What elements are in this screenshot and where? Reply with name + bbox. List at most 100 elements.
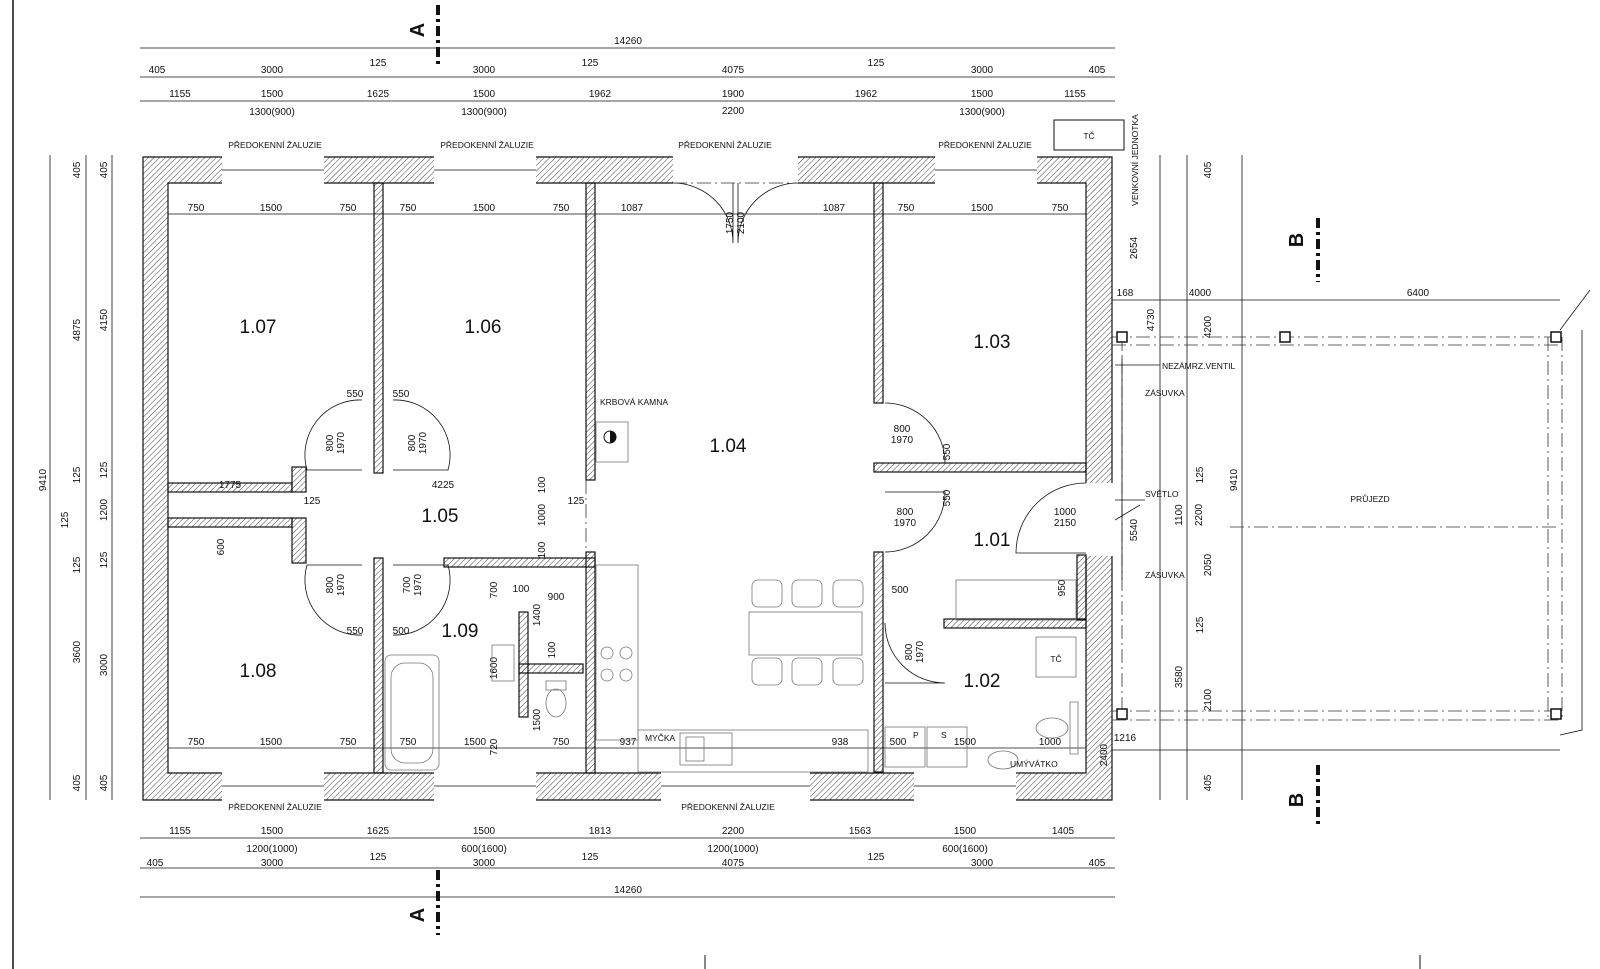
dim-bot-r1-4: 1813 bbox=[589, 826, 612, 837]
dim-bot-r2-6: 125 bbox=[868, 852, 885, 863]
outdoor-unit-label: VENKOVNÍ JEDNOTKA bbox=[1130, 114, 1140, 206]
dim-600: 600 bbox=[216, 538, 227, 555]
dim-right-c1-2: 5540 bbox=[1129, 518, 1140, 541]
door8-w: 1000 bbox=[1054, 507, 1077, 518]
dim-left-i2: 125 bbox=[99, 461, 110, 478]
dim-left-o1: 4875 bbox=[72, 318, 83, 341]
dim-int-top-8: 750 bbox=[898, 203, 915, 214]
dim-100-a: 100 bbox=[537, 476, 548, 493]
dim-500-a: 500 bbox=[393, 626, 410, 637]
dim-1400: 1400 bbox=[532, 603, 543, 626]
dryer-s-label: S bbox=[941, 730, 947, 740]
dim-1500-v: 1500 bbox=[532, 708, 543, 731]
tc-outdoor-label: TČ bbox=[1083, 131, 1094, 141]
dim-950: 950 bbox=[1057, 579, 1068, 596]
dim-int-bot-6: 937 bbox=[620, 737, 637, 748]
door6-w: 800 bbox=[897, 507, 914, 518]
dim-right-c2-5: 2050 bbox=[1203, 553, 1214, 576]
dim-int-top-5: 750 bbox=[553, 203, 570, 214]
dim-700-a: 700 bbox=[489, 581, 500, 598]
left-dimension-chain: 9410 405 4875 125 125 125 3600 405 405 4… bbox=[38, 155, 113, 800]
door-tag-6: 800 1970 bbox=[894, 507, 917, 529]
interior-walls bbox=[167, 182, 1087, 774]
sink-label: UMÝVÁTKO bbox=[1010, 759, 1058, 769]
dim-int-bot-3: 750 bbox=[400, 737, 417, 748]
blinds-label-3: PŘEDOKENNÍ ŽALUZIE bbox=[678, 140, 772, 150]
dim-4000: 6400 bbox=[1407, 288, 1430, 299]
dim-bot-r2-3: 3000 bbox=[473, 858, 496, 869]
door-top-height: 2100 bbox=[736, 211, 747, 234]
right-dimension-chain: 2654 4730 5540 405 4200 125 1100 2200 20… bbox=[1129, 155, 1243, 800]
dim-bot-r1-7: 1500 bbox=[954, 826, 977, 837]
dim-right-c2-4: 2200 bbox=[1194, 503, 1205, 526]
doors: 800 1970 800 1970 800 1970 700 1970 800 … bbox=[304, 399, 1087, 684]
dim-top-r3-8: 1155 bbox=[1064, 89, 1086, 100]
door3-h: 1970 bbox=[336, 573, 347, 596]
blinds-label-6: PŘEDOKENNÍ ŽALUZIE bbox=[681, 802, 775, 812]
blinds-label-2: PŘEDOKENNÍ ŽALUZIE bbox=[440, 140, 534, 150]
dim-550-e: 550 bbox=[942, 489, 953, 506]
door1-w: 800 bbox=[325, 434, 336, 451]
dim-720: 720 bbox=[489, 738, 500, 755]
bathroom-fixtures bbox=[384, 644, 567, 771]
dim-top-r2-6: 125 bbox=[868, 58, 885, 69]
blinds-label-4: PŘEDOKENNÍ ŽALUZIE bbox=[938, 140, 1032, 150]
dim-right-c2-7: 3580 bbox=[1174, 665, 1185, 688]
door2-h: 1970 bbox=[418, 431, 429, 454]
dim-right-c1-0: 2654 bbox=[1129, 236, 1140, 259]
door7-w: 800 bbox=[904, 643, 915, 660]
door2-w: 800 bbox=[407, 434, 418, 451]
section-b-label-bottom: B bbox=[1286, 793, 1308, 807]
dim-top-r2-0: 405 bbox=[149, 65, 166, 76]
dishwasher-label: MYČKA bbox=[645, 733, 676, 743]
carport-label: PRŮJEZD bbox=[1350, 493, 1389, 504]
dim-bot-r1-5: 2200 bbox=[722, 826, 745, 837]
dim-right-total: 9410 bbox=[1229, 468, 1240, 491]
dim-1775: 1775 bbox=[219, 480, 242, 491]
dim-550-a: 550 bbox=[347, 389, 364, 400]
interior-dimensions: 750 1500 750 750 1500 750 1087 1087 750 … bbox=[168, 203, 1086, 755]
section-a-label-bottom: A bbox=[407, 908, 429, 922]
dim-int-bot-0: 750 bbox=[188, 737, 205, 748]
dim-top-r2-3: 3000 bbox=[473, 65, 496, 76]
dim-bot-r1-8: 1405 bbox=[1052, 826, 1075, 837]
dim-top-r3-1: 1500 bbox=[261, 89, 284, 100]
carport-outline: 168 1216 2400 4000 6400 PRŮJEZD bbox=[1099, 288, 1591, 766]
dim-right-c1-1: 4730 bbox=[1146, 308, 1157, 331]
dim-int-bot-9: 1500 bbox=[954, 737, 977, 748]
dim-int-top-1: 1500 bbox=[260, 203, 283, 214]
door4-w: 700 bbox=[402, 576, 413, 593]
dim-bot-r2-8: 405 bbox=[1089, 858, 1106, 869]
dim-bot-r1-2: 1625 bbox=[367, 826, 390, 837]
dim-right-c2-3: 1100 bbox=[1174, 504, 1185, 526]
room-1-01: 1.01 bbox=[974, 530, 1011, 551]
door5-w: 800 bbox=[894, 424, 911, 435]
washer-p-label: P bbox=[913, 730, 919, 740]
dim-top-r3-6: 1962 bbox=[855, 89, 878, 100]
dim-top-r3-2: 1625 bbox=[367, 89, 390, 100]
dim-top-r2-7: 3000 bbox=[971, 65, 994, 76]
dim-bot-r2-5: 4075 bbox=[722, 858, 745, 869]
dim-left-i0: 405 bbox=[99, 161, 110, 178]
dim-int-bot-5: 750 bbox=[553, 737, 570, 748]
dim-550-c: 550 bbox=[347, 626, 364, 637]
dim-1600: 1600 bbox=[489, 656, 500, 679]
top-dimension-chain: 14260 405 3000 125 3000 125 4075 125 300… bbox=[140, 36, 1115, 118]
dim-bot-sub-1: 600(1600) bbox=[461, 844, 507, 855]
terrace-door: 1750 2100 bbox=[672, 182, 799, 244]
dim-top-r2-4: 125 bbox=[582, 58, 599, 69]
room-1-08: 1.08 bbox=[240, 661, 277, 682]
dim-left-o4: 125 bbox=[72, 556, 83, 573]
dim-top-r2-8: 405 bbox=[1089, 65, 1106, 76]
section-marker-b-top: B bbox=[1286, 218, 1320, 282]
dim-left-i6: 405 bbox=[99, 774, 110, 791]
outdoor-unit: TČ VENKOVNÍ JEDNOTKA bbox=[1053, 114, 1140, 206]
dim-4225: 4225 bbox=[432, 480, 455, 491]
dim-int-bot-7: 938 bbox=[832, 737, 849, 748]
dim-168-top: 168 bbox=[1117, 288, 1134, 299]
dim-bot-r2-4: 125 bbox=[582, 852, 599, 863]
socket-label-2: ZÁSUVKA bbox=[1145, 570, 1185, 580]
door4-h: 1970 bbox=[413, 573, 424, 596]
dim-int-bot-2: 750 bbox=[340, 737, 357, 748]
